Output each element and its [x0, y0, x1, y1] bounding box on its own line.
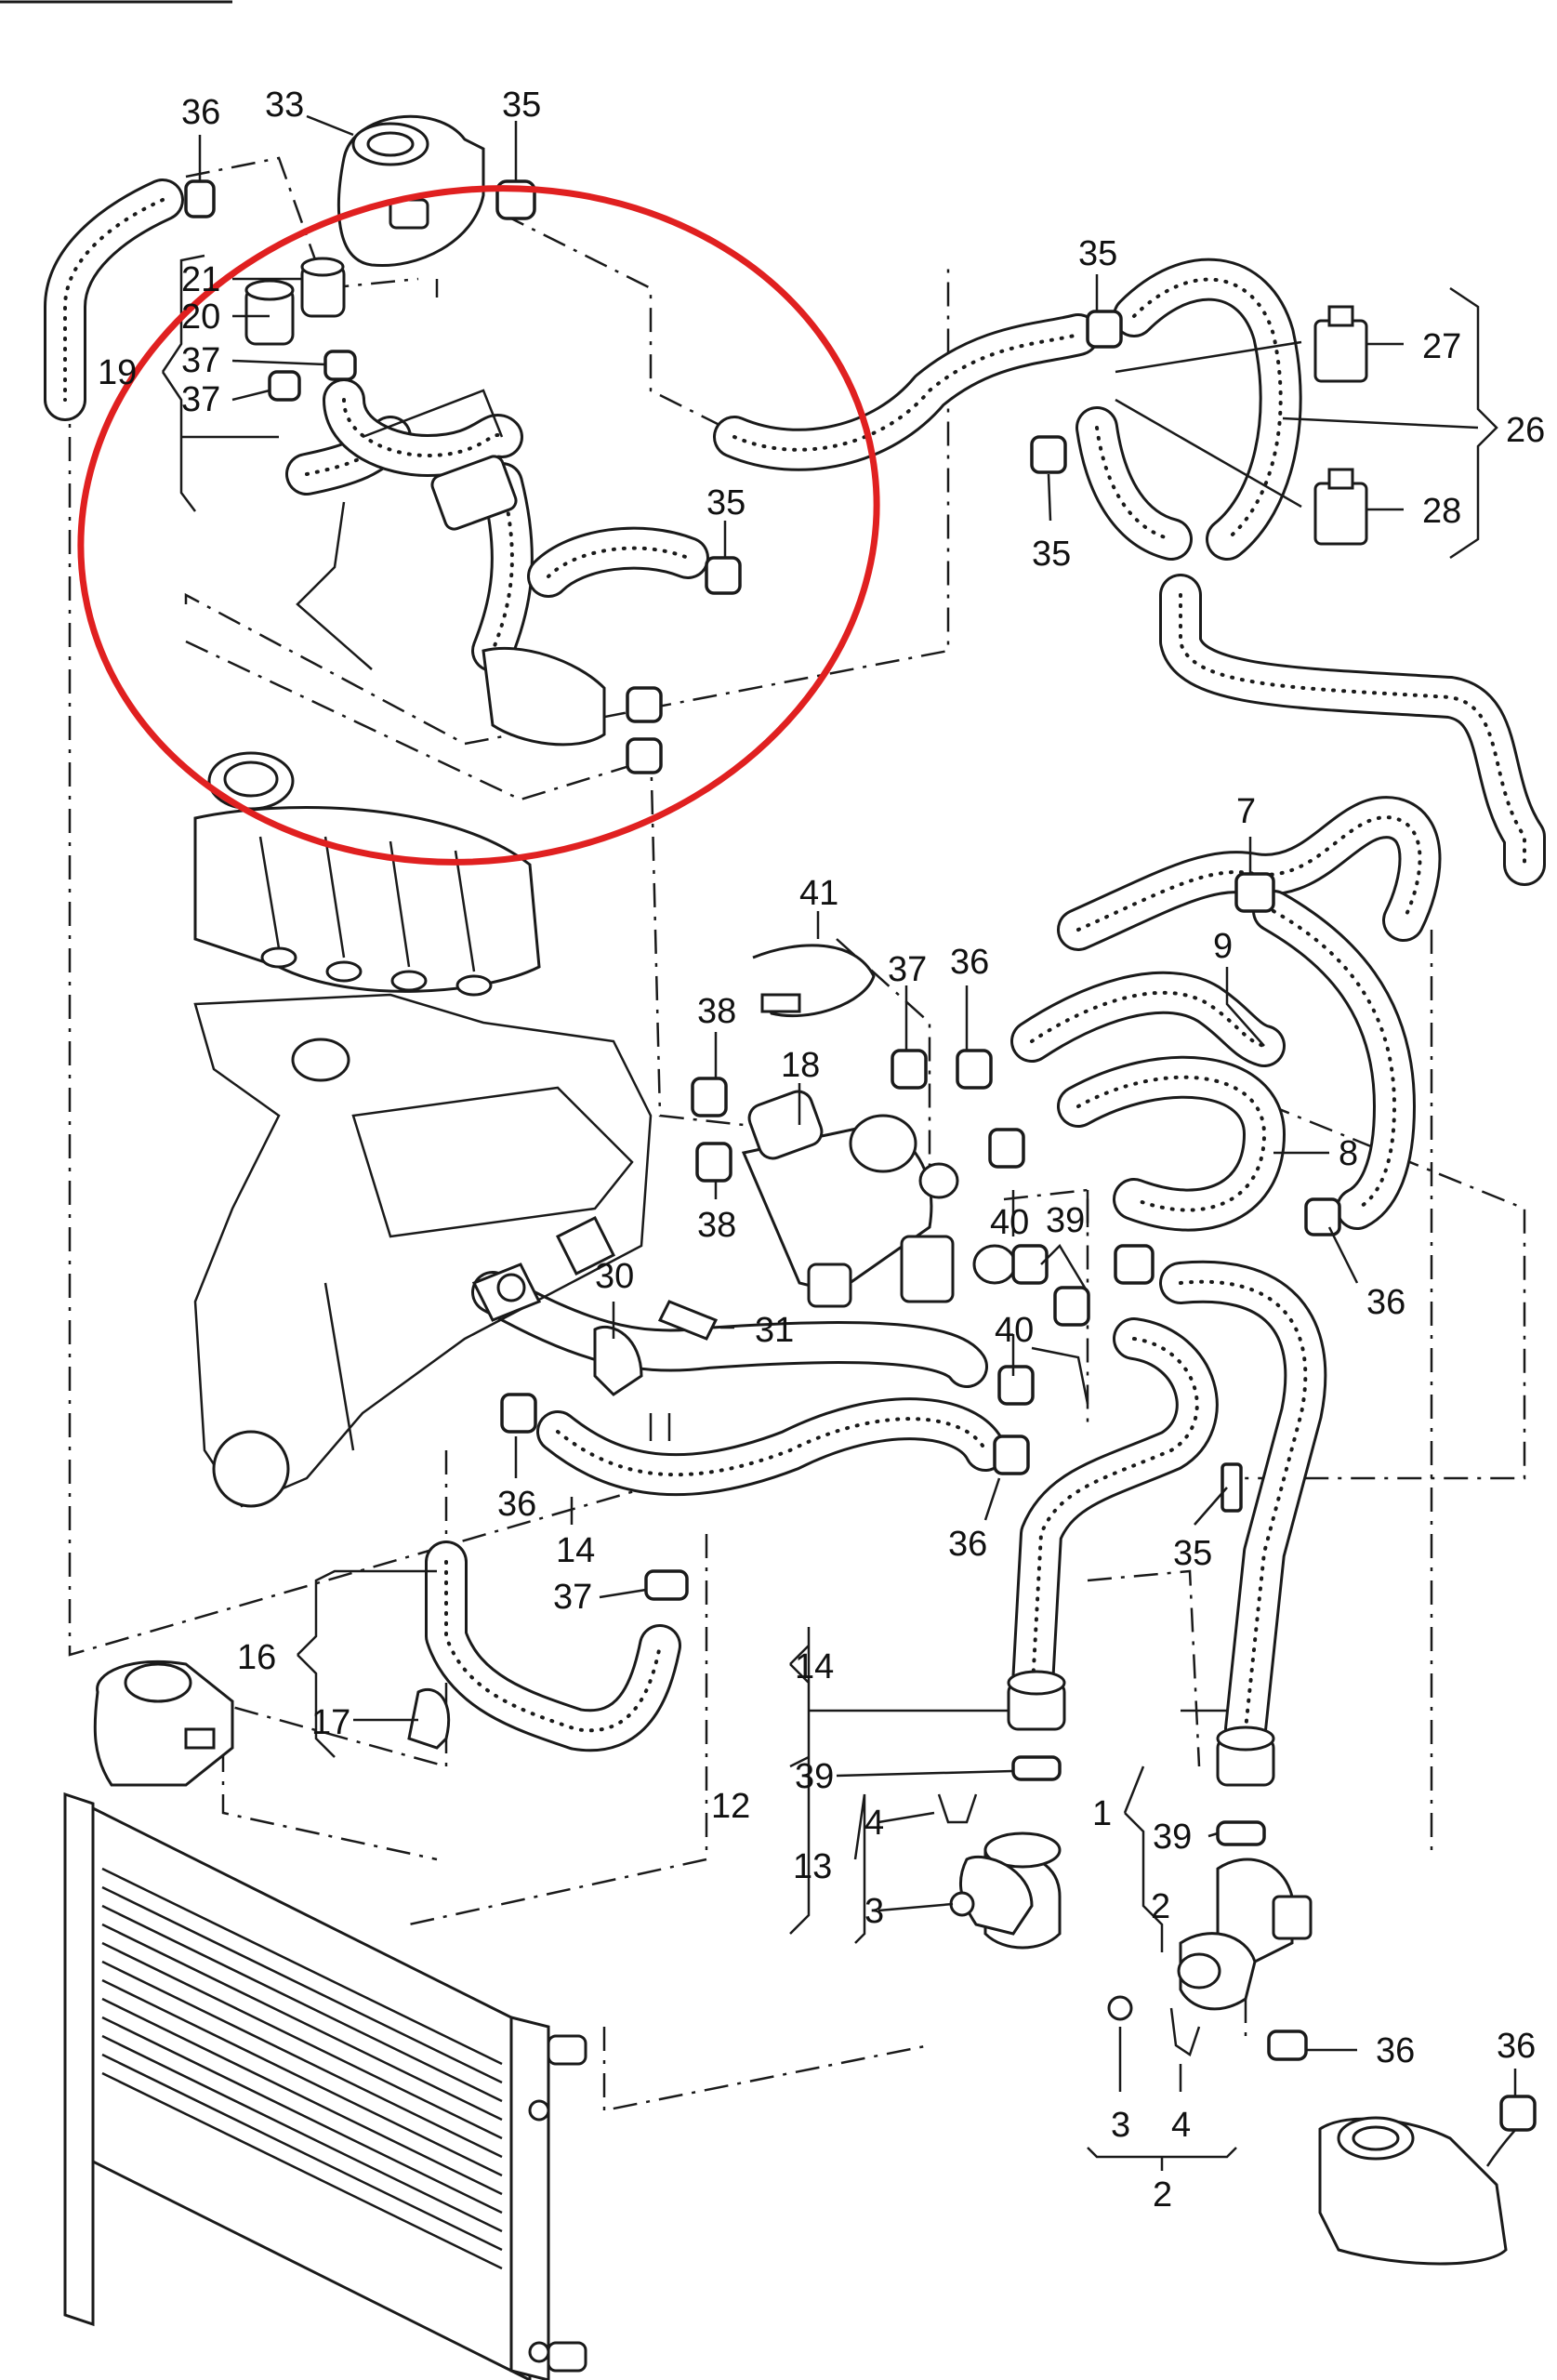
callout-37: 37 [181, 341, 220, 380]
sealing-caps [244, 257, 346, 346]
elbow-connector [949, 1831, 1062, 1950]
clamp-icon [1304, 1197, 1341, 1236]
callout-18: 18 [781, 1046, 820, 1085]
hose-clamps [184, 179, 1537, 2132]
clamp-icon [323, 350, 357, 381]
reservoir-right [1318, 2109, 1535, 2266]
callout-3: 3 [864, 1892, 884, 1931]
expansion-tank [336, 114, 485, 298]
callout-19: 19 [98, 353, 137, 392]
radiator [63, 1792, 587, 2380]
clamp-icon [1011, 1755, 1062, 1781]
clamp-icon [626, 686, 663, 723]
callout-17: 17 [311, 1703, 350, 1742]
callout-26: 26 [1506, 411, 1545, 450]
clamp-icon [997, 1365, 1035, 1406]
leader-lines [161, 114, 1517, 2171]
clamp-icon [1499, 2095, 1537, 2132]
callout-36: 36 [1366, 1283, 1405, 1322]
reservoir-small [93, 1659, 234, 1787]
engine-block [193, 993, 653, 1508]
callout-14: 14 [795, 1647, 834, 1686]
callout-40: 40 [995, 1311, 1034, 1350]
callout-35: 35 [1032, 535, 1071, 574]
coolant-flange-housing [741, 1090, 1017, 1308]
callout-36: 36 [948, 1525, 987, 1564]
callout-27: 27 [1422, 327, 1461, 366]
callout-39: 39 [795, 1757, 834, 1796]
clamp-icon [993, 1435, 1030, 1475]
callout-4: 4 [1171, 2106, 1191, 2145]
clamp-icon [1086, 310, 1123, 349]
clamp-icon [695, 1142, 732, 1183]
callout-35: 35 [1173, 1534, 1212, 1573]
temperature-sensors [1313, 305, 1368, 546]
hose-clip [752, 944, 876, 1018]
clamp-icon [1216, 1820, 1266, 1846]
callout-2: 2 [1153, 2175, 1172, 2215]
clamp-icon [1053, 1286, 1090, 1327]
callout-40: 40 [990, 1203, 1029, 1242]
clamp-icon [1234, 872, 1275, 913]
callout-1: 1 [1092, 1794, 1112, 1833]
hoses [44, 178, 1546, 2148]
callout-12: 12 [711, 1787, 750, 1826]
callout-38: 38 [697, 1206, 736, 1245]
callout-labels: 36 33 35 21 20 37 19 37 35 35 27 26 28 3… [98, 86, 1545, 2215]
callout-13: 13 [793, 1847, 832, 1886]
callout-36: 36 [497, 1485, 536, 1524]
callout-39: 39 [1153, 1818, 1192, 1857]
clamp-icon [988, 1128, 1025, 1169]
callout-35: 35 [502, 86, 541, 125]
callout-2: 2 [1151, 1887, 1170, 1926]
clamp-icon [500, 1393, 537, 1434]
clamp-icon [1114, 1244, 1155, 1285]
callout-9: 9 [1213, 927, 1233, 966]
callout-37: 37 [888, 950, 927, 989]
callout-8: 8 [1339, 1134, 1358, 1173]
callout-36: 36 [950, 943, 989, 982]
callout-4: 4 [864, 1804, 884, 1843]
callout-28: 28 [1422, 492, 1461, 531]
callout-14: 14 [556, 1531, 595, 1570]
clamp-icon [691, 1077, 728, 1117]
callout-36: 36 [181, 93, 220, 132]
pipe-flange [471, 1215, 671, 1441]
callout-36: 36 [1497, 2027, 1536, 2066]
callout-16: 16 [237, 1638, 276, 1677]
callout-39: 39 [1046, 1201, 1085, 1240]
clamp-icon [1011, 1244, 1049, 1285]
callout-7: 7 [1236, 792, 1256, 831]
clamp-icon [1030, 435, 1067, 474]
callout-36: 36 [1376, 2031, 1415, 2070]
callout-3: 3 [1111, 2106, 1130, 2145]
clamp-icon [626, 737, 663, 774]
clamp-icon [705, 556, 742, 595]
clamp-icon [268, 370, 301, 402]
clamp-icon [1221, 1462, 1243, 1513]
assembly-lines [68, 156, 1526, 2112]
callout-21: 21 [181, 260, 220, 299]
clamp-icon [1267, 2030, 1308, 2061]
clamp-icon [184, 179, 216, 218]
clamp-icon [891, 1049, 928, 1090]
highlight-circle [77, 185, 880, 866]
callout-35: 35 [1078, 234, 1117, 273]
callout-33: 33 [265, 86, 304, 125]
callout-37: 37 [553, 1578, 592, 1617]
clamp-icon [644, 1569, 689, 1601]
coolant-connector [1107, 1858, 1313, 2021]
callout-41: 41 [799, 874, 838, 913]
callout-35: 35 [706, 483, 746, 522]
intake-manifold [193, 751, 541, 997]
callout-31: 31 [755, 1311, 794, 1350]
callout-38: 38 [697, 992, 736, 1031]
callout-37: 37 [181, 380, 220, 419]
callout-30: 30 [595, 1257, 634, 1296]
callout-20: 20 [181, 298, 220, 337]
clamp-icon [956, 1049, 993, 1090]
